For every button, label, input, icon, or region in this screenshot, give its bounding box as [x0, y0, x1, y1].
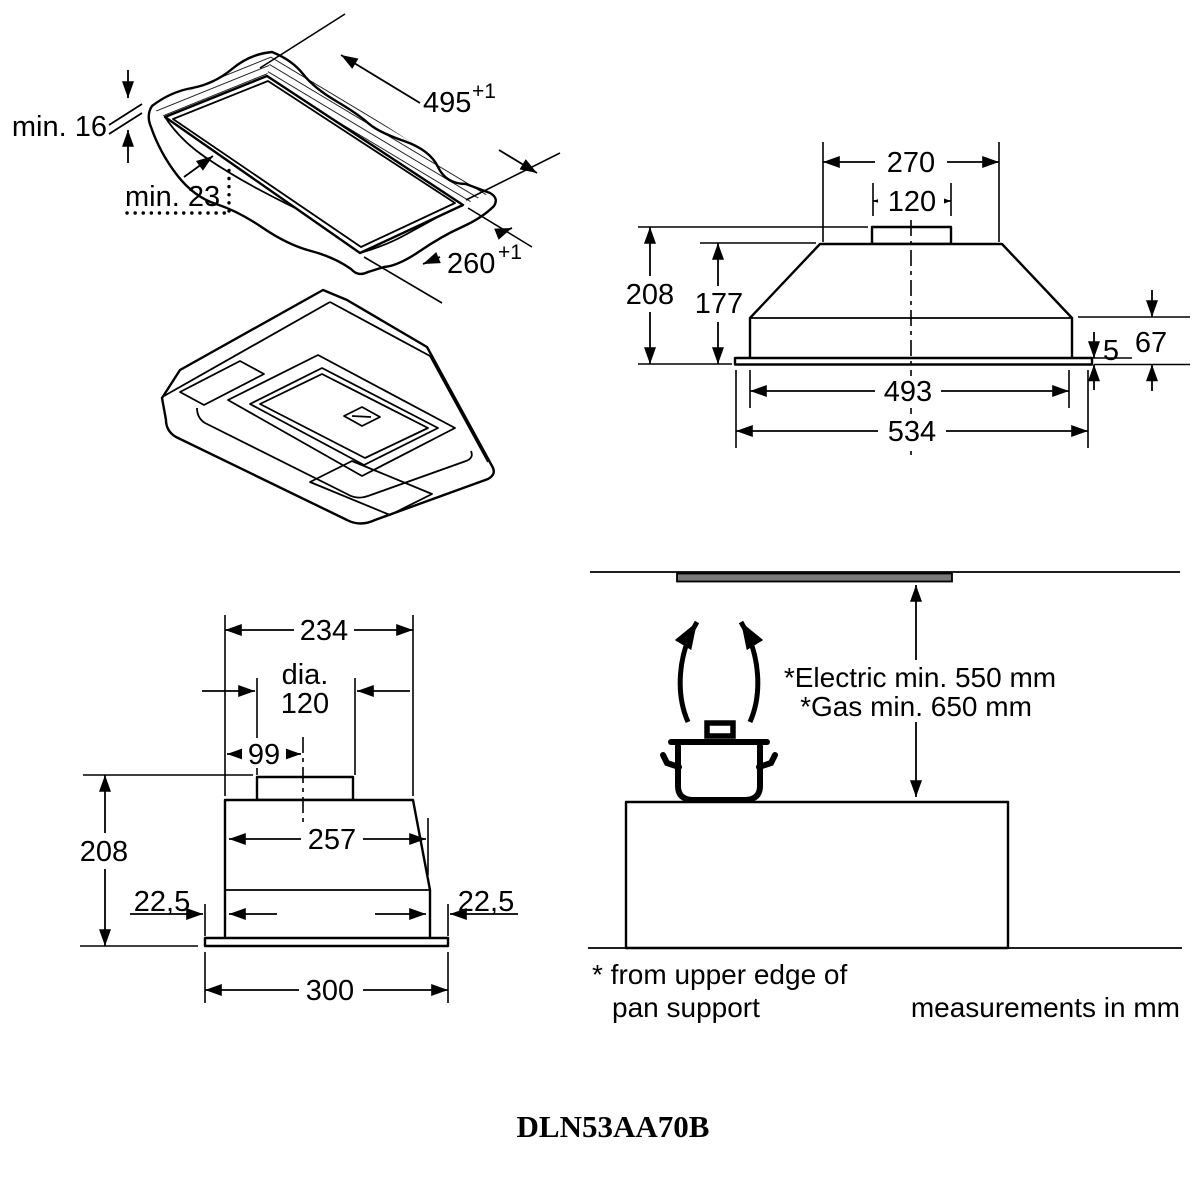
- front-177-patch: [692, 286, 744, 322]
- hood-3d-chimney-edge: [429, 355, 489, 463]
- cutout-260-ext-1: [467, 207, 533, 248]
- install-clearance-patch: [770, 660, 1066, 722]
- hood-3d-filter-latch-grip: [351, 415, 372, 418]
- hood-3d-filter-latch: [343, 406, 381, 427]
- install-gas-clearance-label: *Gas min. 650 mm: [800, 691, 1032, 722]
- side-300-label: 300: [306, 975, 354, 1007]
- cutout-min16-tick-1: [108, 103, 143, 126]
- front-67-label: 67: [1135, 327, 1167, 359]
- hood-3d-opening-edge: [227, 354, 456, 477]
- cutout-min23-label: min. 23: [125, 181, 220, 213]
- side-300-patch: [299, 974, 363, 1006]
- install-steam-arrow-right: [738, 620, 764, 724]
- install-hood-bar: [676, 572, 953, 583]
- front-177-label: 177: [695, 288, 743, 320]
- install-footnote-line2: pan support: [612, 992, 760, 1023]
- front-534-patch: [878, 414, 946, 448]
- install-pot-body: [675, 743, 763, 803]
- front-5-label: 5: [1103, 335, 1119, 367]
- front-493-label: 493: [884, 376, 932, 408]
- cutout-495-line-b: [498, 149, 538, 174]
- side-overhang-right-label: 22,5: [458, 886, 514, 918]
- cutout-260-ext-2: [363, 256, 443, 304]
- side-208-label: 208: [80, 836, 128, 868]
- cutout-495-label: 495: [423, 87, 471, 119]
- front-270-patch: [875, 146, 947, 176]
- cutout-opening-inner: [172, 80, 456, 248]
- installation-view: *Electric min. 550 mm *Gas min. 650 mm *…: [588, 571, 1182, 1023]
- front-493-patch: [875, 376, 941, 408]
- side-mounting-flange: [203, 936, 450, 948]
- cutout-260-line-a: [494, 227, 513, 240]
- install-counter: [624, 800, 1010, 950]
- front-mounting-flange: [733, 356, 1094, 366]
- cutout-260-tolerance: +1: [498, 241, 522, 264]
- front-534-label: 534: [888, 416, 936, 448]
- cutout-hatch-right: [267, 52, 490, 205]
- cutout-495-line-a: [340, 54, 421, 104]
- cutout-495-tolerance: +1: [472, 80, 496, 103]
- cutout-495-ext-2: [465, 152, 561, 201]
- cutout-min16-tick-2: [108, 112, 143, 135]
- hood-3d-silhouette: [160, 288, 495, 525]
- side-99-label: 99: [248, 739, 280, 771]
- cutout-min16-label: min. 16: [12, 111, 107, 143]
- side-99-patch: [242, 738, 286, 768]
- side-257-patch: [301, 823, 363, 855]
- cutout-min23-leader-arrow: [183, 155, 214, 178]
- side-208-patch: [76, 833, 132, 869]
- side-dia-label: dia.: [282, 659, 329, 691]
- cutout-260-line-b: [422, 252, 441, 265]
- hood-3d-left-face-edge: [163, 301, 331, 397]
- hood-3d-frame-inner-edge: [196, 407, 473, 499]
- side-257-label: 257: [308, 824, 356, 856]
- hood-3d-light-strip-left: [179, 360, 265, 406]
- install-pot-handle-left: [660, 752, 682, 770]
- cutout-hatch-left: [152, 52, 272, 117]
- units-note: measurements in mm: [911, 992, 1180, 1023]
- cutout-495-ext-1: [259, 13, 346, 69]
- hood-3d-light-strip-front: [309, 460, 433, 516]
- front-view: 270 120 208 177 5 67 493: [622, 142, 1190, 458]
- hood-3d-filter-panel-inner: [259, 373, 429, 459]
- cutout-view: min. 16 min. 23 495 +1 260 +1: [12, 13, 561, 304]
- cutout-260-label: 260: [447, 248, 495, 280]
- front-208-patch: [622, 276, 678, 312]
- model-number: DLN53AA70B: [517, 1109, 710, 1144]
- install-pot-handle-right: [756, 752, 778, 770]
- side-dia-value: 120: [281, 688, 329, 720]
- install-footnote-line1: * from upper edge of: [592, 959, 847, 990]
- side-234-label: 234: [300, 615, 348, 647]
- side-duct-collar: [255, 775, 355, 802]
- side-234-patch: [294, 614, 354, 644]
- side-overhang-left-label: 22,5: [134, 886, 190, 918]
- side-view: 234 dia. 120 99 208 257 22,5 22,5: [76, 614, 518, 1007]
- install-steam-arrow-left: [674, 620, 700, 724]
- hood-3d-view: [160, 288, 495, 525]
- front-120-label: 120: [888, 186, 936, 218]
- front-270-label: 270: [887, 147, 935, 179]
- install-pot-knob: [704, 720, 736, 739]
- hood-3d-filter-panel: [249, 367, 439, 466]
- hood-3d-right-face-edge: [329, 301, 431, 357]
- front-208-label: 208: [626, 279, 674, 311]
- cutout-opening-outer: [163, 74, 465, 255]
- install-electric-clearance-label: *Electric min. 550 mm: [784, 662, 1056, 693]
- front-120-patch: [878, 186, 944, 214]
- side-hood-body: [223, 798, 432, 938]
